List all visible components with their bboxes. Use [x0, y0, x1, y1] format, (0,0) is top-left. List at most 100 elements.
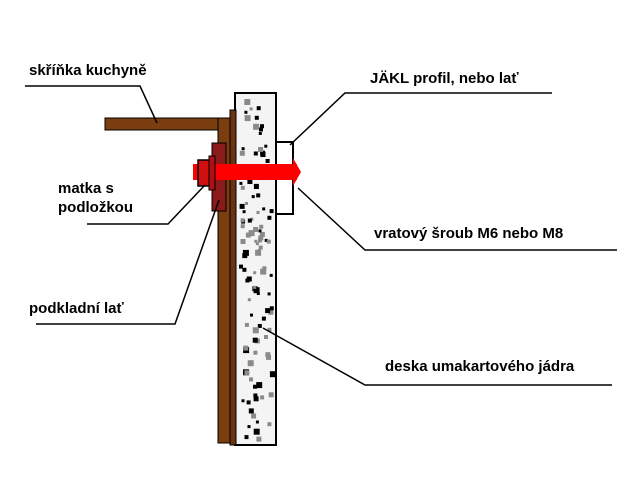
- board-speckle: [254, 115, 259, 120]
- board-speckle: [260, 124, 264, 129]
- board-speckle: [260, 395, 265, 400]
- label-core-board: deska umakartového jádra: [385, 358, 575, 375]
- board-speckle: [247, 360, 254, 367]
- board-speckle: [255, 249, 262, 256]
- board-speckle: [256, 436, 262, 442]
- board-speckle: [244, 435, 249, 440]
- nut-with-washer: [197, 155, 216, 191]
- board-speckle: [250, 313, 253, 317]
- board-speckle: [266, 239, 271, 244]
- leader-nut: [87, 184, 206, 225]
- board-speckle: [256, 292, 260, 295]
- leader-lines: [25, 85, 617, 386]
- board-speckle: [247, 298, 251, 302]
- board-speckle: [244, 115, 251, 122]
- board-speckle: [257, 324, 262, 328]
- board-speckle: [253, 350, 258, 355]
- board-speckle: [243, 345, 249, 351]
- board-speckle: [246, 400, 251, 405]
- label-jakl: JÄKL profil, nebo lať: [370, 70, 519, 87]
- board-speckle: [239, 181, 243, 185]
- board-speckle: [255, 242, 259, 246]
- board-speckle: [240, 239, 246, 244]
- board-speckle: [269, 209, 274, 214]
- board-speckle: [269, 306, 274, 311]
- board-speckle: [268, 309, 274, 315]
- leader-core-board: [262, 327, 612, 386]
- board-speckle: [269, 273, 273, 277]
- board-speckle: [253, 393, 258, 398]
- board-speckle: [242, 253, 248, 259]
- board-speckle: [267, 215, 272, 220]
- board-speckle: [246, 276, 252, 282]
- leader-bolt: [297, 187, 617, 251]
- leader-jakl: [289, 92, 552, 146]
- board-speckle: [258, 235, 264, 241]
- board-speckle: [251, 413, 257, 419]
- board-speckle: [244, 322, 249, 327]
- label-bolt: vratový šroub M6 nebo M8: [374, 225, 563, 242]
- board-speckle: [264, 335, 268, 339]
- board-speckle: [244, 99, 251, 105]
- board-speckle: [259, 231, 265, 237]
- board-speckle: [258, 132, 262, 135]
- board-speckle: [240, 218, 245, 223]
- leader-cabinet: [25, 85, 158, 124]
- board-speckle: [267, 422, 272, 427]
- board-speckle: [265, 308, 271, 314]
- label-batten: podkladní lať: [29, 300, 125, 317]
- board-speckle: [253, 123, 260, 130]
- board-speckle: [257, 238, 262, 243]
- board-speckle: [247, 179, 253, 184]
- board-speckle: [253, 396, 259, 402]
- board-speckle: [249, 377, 253, 382]
- board-speckle: [248, 230, 255, 237]
- board-speckle: [264, 238, 268, 242]
- board-speckle: [256, 106, 261, 111]
- leader-batten: [36, 199, 220, 325]
- board-speckle: [244, 370, 250, 376]
- board-speckle: [251, 195, 255, 199]
- board-speckle: [265, 352, 271, 358]
- board-speckle: [269, 371, 276, 378]
- board-speckle: [241, 399, 245, 403]
- board-speckle: [254, 239, 258, 243]
- board-speckle: [242, 210, 246, 214]
- board-speckle: [248, 408, 254, 414]
- board-speckle: [245, 202, 248, 205]
- board-speckle: [240, 224, 245, 229]
- board-speckle: [242, 249, 249, 256]
- board-speckle: [258, 229, 262, 233]
- board-speckle: [253, 151, 258, 156]
- board-speckle: [239, 150, 245, 156]
- board-edge-layer: [229, 109, 237, 446]
- board-speckle: [253, 271, 257, 275]
- board-speckle: [268, 392, 274, 398]
- board-speckle: [240, 185, 245, 190]
- board-speckle: [258, 147, 264, 152]
- core-board: [234, 92, 277, 446]
- board-speckle: [267, 327, 272, 332]
- board-speckle: [260, 150, 266, 156]
- board-speckle: [241, 147, 245, 151]
- label-nut-line2: podložkou: [58, 199, 133, 216]
- board-speckles: [239, 99, 276, 442]
- board-speckle: [253, 428, 260, 435]
- board-speckle: [262, 207, 266, 211]
- board-speckle: [256, 211, 260, 214]
- board-speckle: [259, 127, 263, 132]
- carriage-bolt: [193, 158, 301, 186]
- board-speckle: [239, 203, 245, 209]
- board-speckle: [262, 266, 267, 271]
- board-speckle: [253, 184, 259, 189]
- board-speckle: [253, 227, 259, 232]
- board-speckle: [256, 382, 263, 389]
- board-speckle: [260, 268, 267, 275]
- board-speckle: [266, 354, 272, 360]
- board-speckle: [253, 384, 257, 389]
- board-speckle: [253, 287, 260, 294]
- board-speckle: [244, 110, 248, 114]
- board-speckle: [256, 193, 261, 198]
- board-speckle: [247, 218, 252, 223]
